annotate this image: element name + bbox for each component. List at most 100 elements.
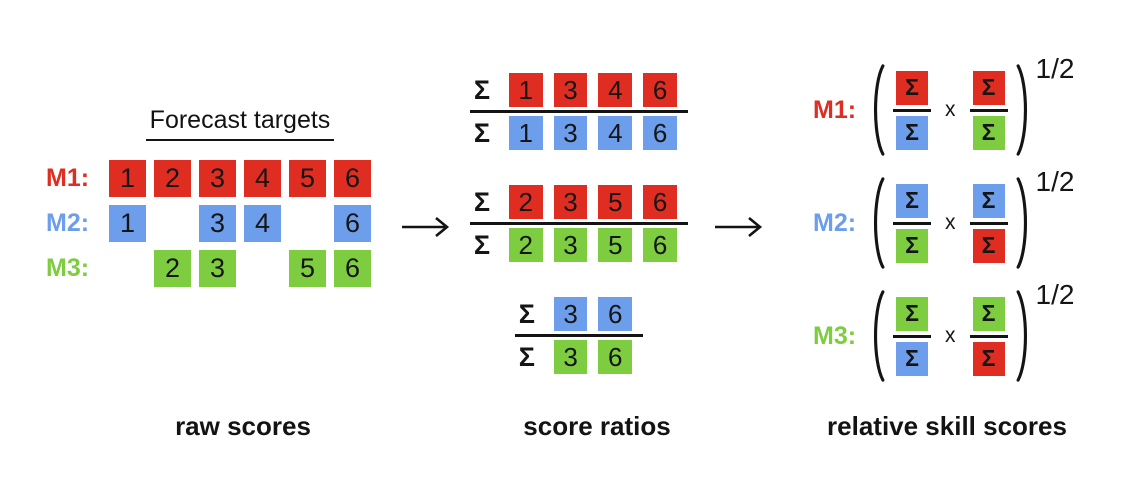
skill-formula-m1: M1: Σ Σ x Σ Σ 1/2 [813, 53, 1074, 160]
multiply-sign: x [945, 324, 956, 347]
sigma-symbol: Σ [518, 298, 535, 329]
score-box: 4 [598, 116, 633, 150]
left-paren [873, 64, 885, 156]
score-box: 6 [598, 340, 632, 374]
ratio-m1: Σ 1 3 4 6 Σ 1 3 4 6 [470, 73, 688, 150]
sigma-box: Σ [972, 183, 1005, 218]
ratio-m3: Σ 3 6 Σ 3 6 [515, 297, 643, 374]
fraction-line [470, 110, 688, 113]
score-box: 6 [334, 250, 371, 287]
right-paren [1016, 64, 1027, 156]
model-label-m2: M2: [813, 208, 857, 237]
model-label-m1: M1: [813, 95, 857, 124]
sigma-box: Σ [972, 228, 1005, 263]
score-box: 6 [334, 160, 371, 197]
model-row-m3: M3: 2 3 5 6 [46, 250, 379, 287]
sigma-box: Σ [972, 341, 1005, 376]
ratio-denominator: Σ 3 6 [515, 340, 643, 374]
forecast-targets-title: Forecast targets [145, 106, 335, 141]
score-box: 6 [334, 205, 371, 242]
sigma-symbol: Σ [473, 117, 491, 148]
score-box: 3 [553, 116, 588, 150]
sigma-symbol: Σ [473, 74, 491, 105]
fraction: Σ Σ [893, 70, 931, 150]
fraction: Σ Σ [969, 70, 1008, 150]
score-box: 1 [109, 160, 146, 197]
empty-slot [289, 205, 326, 242]
forecast-targets-title-wrap: Forecast targets [109, 106, 371, 141]
score-box: 3 [553, 228, 588, 262]
score-box: 1 [508, 73, 543, 107]
score-box: 3 [199, 205, 236, 242]
score-box: 3 [199, 250, 236, 287]
score-box: 6 [643, 228, 677, 262]
ratio-numerator: Σ 3 6 [515, 297, 643, 331]
left-paren [873, 177, 885, 269]
right-paren [1016, 290, 1027, 382]
model-row-m1: M1: 1 2 3 4 5 6 [46, 160, 379, 197]
skill-formula-m2: M2: Σ Σ x Σ Σ 1/2 [813, 166, 1074, 273]
ratio-m2: Σ 2 3 5 6 Σ 2 3 5 6 [470, 185, 688, 262]
model-rows: M1: 1 2 3 4 5 6 M2: 1 3 4 6 M3: 2 [46, 160, 379, 287]
fraction-line [969, 334, 1008, 338]
fraction: Σ Σ [969, 296, 1008, 376]
relative-skill-scores-panel: M1: Σ Σ x Σ Σ 1/2 M2: Σ Σ x [813, 53, 1074, 399]
score-box: 4 [244, 160, 281, 197]
score-box: 6 [643, 185, 677, 219]
sigma-box: Σ [896, 341, 928, 376]
score-box: 6 [643, 116, 677, 150]
score-box: 6 [643, 73, 677, 107]
ratio-numerator: Σ 2 3 5 6 [470, 185, 688, 219]
score-box: 3 [553, 340, 588, 374]
fraction-line [893, 221, 931, 225]
skill-formula-m3: M3: Σ Σ x Σ Σ 1/2 [813, 279, 1074, 386]
sigma-box: Σ [896, 115, 928, 150]
right-paren [1016, 177, 1027, 269]
sigma-box: Σ [972, 296, 1005, 331]
sigma-box: Σ [896, 228, 928, 263]
score-box: 2 [154, 250, 191, 287]
score-box: 2 [508, 185, 543, 219]
score-box: 5 [598, 185, 633, 219]
ratio-numerator: Σ 1 3 4 6 [470, 73, 688, 107]
multiply-sign: x [945, 98, 956, 121]
model-label-m3: M3: [813, 321, 857, 350]
sigma-symbol: Σ [473, 186, 491, 217]
fraction-line [515, 334, 643, 337]
score-box: 1 [109, 205, 146, 242]
sigma-box: Σ [896, 296, 928, 331]
score-box: 2 [154, 160, 191, 197]
caption-score-ratios: score ratios [523, 411, 671, 441]
raw-scores-panel: Forecast targets M1: 1 2 3 4 5 6 M2: 1 3… [46, 106, 379, 295]
score-box: 4 [244, 205, 281, 242]
score-box: 4 [598, 73, 633, 107]
ratio-denominator: Σ 1 3 4 6 [470, 116, 688, 150]
exponent: 1/2 [1035, 279, 1075, 310]
score-box: 3 [553, 297, 588, 331]
multiply-sign: x [945, 211, 956, 234]
fraction: Σ Σ [969, 183, 1008, 263]
sigma-box: Σ [896, 70, 928, 105]
score-ratios-panel: Σ 1 3 4 6 Σ 1 3 4 6 Σ 2 3 5 6 [470, 73, 688, 374]
score-box: 1 [508, 116, 543, 150]
score-box: 2 [508, 228, 543, 262]
score-box: 6 [598, 297, 632, 331]
score-box: 5 [289, 250, 326, 287]
exponent: 1/2 [1035, 53, 1075, 84]
model-row-m2: M2: 1 3 4 6 [46, 205, 379, 242]
fraction: Σ Σ [893, 296, 931, 376]
fraction-line [893, 334, 931, 338]
sigma-symbol: Σ [473, 229, 491, 260]
fraction: Σ Σ [893, 183, 931, 263]
fraction-line [969, 221, 1008, 225]
arrow-right-icon [402, 216, 450, 238]
ratio-denominator: Σ 2 3 5 6 [470, 228, 688, 262]
model-label-m3: M3: [46, 254, 90, 282]
arrow-right-icon [715, 216, 763, 238]
sigma-box: Σ [972, 70, 1005, 105]
empty-slot [244, 250, 281, 287]
model-label-m2: M2: [46, 209, 90, 237]
left-paren [873, 290, 885, 382]
empty-slot [154, 205, 191, 242]
